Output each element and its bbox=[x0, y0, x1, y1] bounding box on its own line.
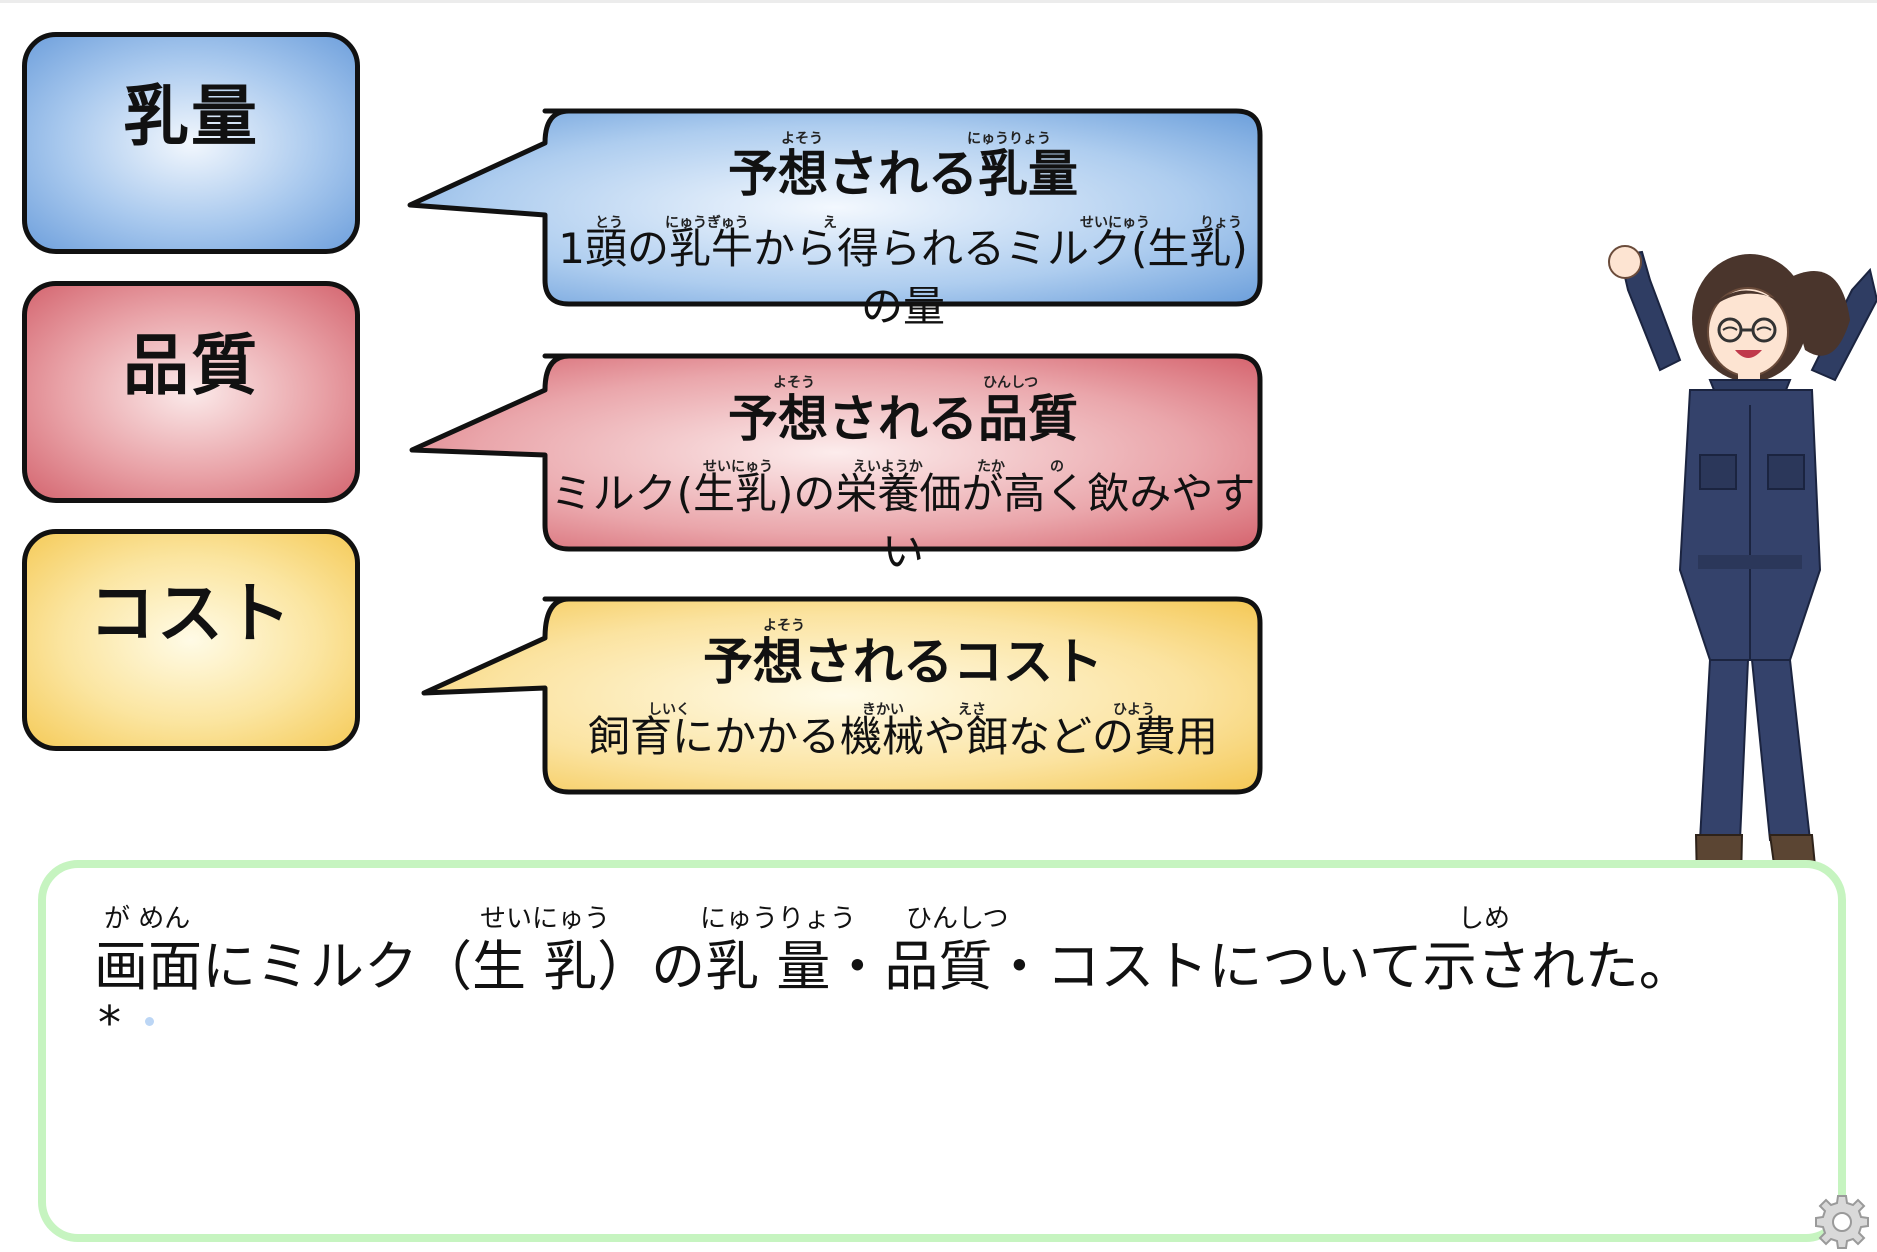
dialog-ruby-seinyuu: せいにゅう bbox=[480, 904, 611, 934]
ruby-no: の bbox=[1050, 459, 1064, 475]
bubble-text-quality: よそう ひんしつ 予想される品質 せいにゅう えいようか たか の ミルク(生乳… bbox=[545, 365, 1261, 581]
cursor-dot bbox=[145, 1017, 154, 1026]
ruby-ryou: りょう bbox=[1200, 215, 1242, 231]
category-label-quality: 品質 bbox=[123, 327, 259, 404]
speech-bubble-quality bbox=[409, 353, 1263, 552]
ruby-shiiku: しいく bbox=[648, 702, 690, 718]
bubble-description: 飼育にかかる機械や餌などの費用 bbox=[587, 712, 1218, 761]
dialog-ruby-gamen: が めん bbox=[104, 904, 191, 934]
dialog-ruby-hinshitsu: ひんしつ bbox=[906, 904, 1009, 934]
ruby-seinyuu: せいにゅう bbox=[703, 459, 773, 475]
ruby-hinshitsu: ひんしつ bbox=[983, 375, 1039, 391]
category-box-milk-yield: 乳量 bbox=[22, 32, 360, 254]
bubble-title: 予想される乳量 bbox=[728, 145, 1078, 203]
ruby-esa: えさ bbox=[958, 702, 986, 718]
dialog-ruby-nyuuryou: にゅうりょう bbox=[700, 904, 857, 934]
bubble-description: ミルク(生乳)の栄養価が高く飲みやすい bbox=[550, 469, 1256, 576]
category-box-cost: コスト bbox=[22, 529, 360, 751]
speech-bubble-milk-yield bbox=[407, 108, 1263, 307]
dialog-box[interactable] bbox=[38, 860, 1846, 1242]
bubble-title: 予想されるコスト bbox=[703, 633, 1103, 691]
ruby-eiyouka: えいようか bbox=[853, 459, 923, 475]
ruby-e: え bbox=[823, 215, 837, 231]
ruby-nyuuryou: にゅうりょう bbox=[967, 131, 1051, 147]
ruby-tou: とう bbox=[595, 215, 623, 231]
bubble-text-milk-yield: よそう にゅうりょう 予想される乳量 とう にゅうぎゅう え せいにゅう りょう… bbox=[545, 120, 1261, 336]
ruby-nyuugyuu: にゅうぎゅう bbox=[665, 215, 749, 231]
ruby-yosou: よそう bbox=[773, 375, 815, 391]
farmer-girl-icon bbox=[1608, 245, 1877, 981]
text-cursor: * bbox=[98, 996, 121, 1050]
ruby-kikai: きかい bbox=[862, 702, 904, 718]
dialog-text: 画面にミルク（生 乳）の乳 量・品質・コストについて示された。 bbox=[94, 935, 1693, 998]
speech-bubble-cost bbox=[421, 596, 1263, 795]
ruby-yosou: よそう bbox=[781, 131, 823, 147]
category-box-quality: 品質 bbox=[22, 281, 360, 503]
bubble-description: 1頭の乳牛から得られるミルク(生乳)の量 bbox=[558, 224, 1248, 331]
dialog-ruby-shime: しめ bbox=[1458, 904, 1511, 934]
ruby-yosou: よそう bbox=[763, 618, 805, 634]
gear-icon[interactable] bbox=[1812, 1192, 1872, 1252]
bubble-title: 予想される品質 bbox=[728, 390, 1078, 448]
top-border bbox=[0, 0, 1877, 3]
bubble-text-cost: よそう 予想されるコスト しいく きかい えさ ひよう 飼育にかかる機械や餌など… bbox=[545, 608, 1261, 766]
ruby-taka: たか bbox=[977, 459, 1005, 475]
category-label-cost: コスト bbox=[89, 575, 293, 652]
ruby-hiyou: ひよう bbox=[1113, 702, 1155, 718]
ruby-seinyuu: せいにゅう bbox=[1080, 215, 1150, 231]
category-label-milk-yield: 乳量 bbox=[123, 78, 259, 155]
